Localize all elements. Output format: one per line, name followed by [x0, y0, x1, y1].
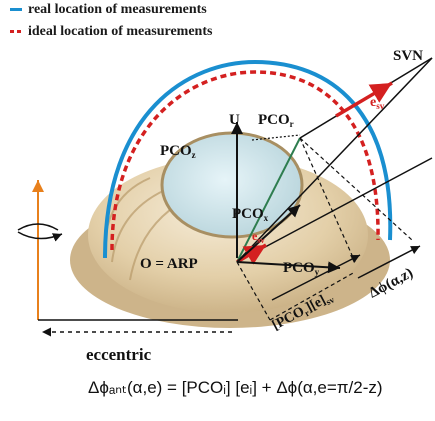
- parallel-line: [236, 157, 433, 263]
- real-measurement-arc: [103, 59, 393, 259]
- delta-phi-arrow: [357, 245, 421, 279]
- origin-label: O = ARP: [140, 256, 198, 272]
- pco-vector: [236, 137, 301, 263]
- esv-origin-label: esv: [252, 229, 264, 245]
- pco-top-dotted: [251, 134, 301, 141]
- proj-dashed-4: [269, 271, 356, 321]
- pco-x-label: PCOx: [232, 206, 269, 223]
- projection-arrow: [271, 254, 361, 301]
- legend-ideal-label: ideal location of measurements: [28, 24, 213, 39]
- pco-top-label: PCOr: [258, 112, 294, 129]
- ideal-measurement-arc: [110, 70, 380, 251]
- legend-ideal: ideal location of measurements: [10, 24, 212, 40]
- pco-z-label: PCOz: [160, 143, 196, 160]
- proj-dashed-1: [299, 137, 356, 263]
- svn-line: [236, 57, 433, 263]
- u-label: U: [229, 112, 240, 128]
- esv-top-label: esv: [370, 95, 385, 111]
- legend-real: real location of measurements: [10, 2, 207, 18]
- rotation-arc-bottom: [17, 231, 63, 242]
- antenna-cap: [162, 133, 302, 237]
- legend-ideal-swatch: [10, 30, 22, 34]
- pco-x-arrow: [236, 204, 301, 263]
- pco-y-arrow: [236, 261, 341, 274]
- legend-real-swatch: [10, 8, 22, 12]
- esv-arrow-top: [335, 81, 393, 118]
- antenna-illustration: [70, 131, 390, 328]
- pco-y-label: PCOy: [283, 260, 320, 277]
- eccentric-label: eccentric: [86, 345, 152, 364]
- rotation-arc-top: [17, 223, 59, 231]
- esv-arrow-origin: [236, 243, 267, 265]
- svn-label: SVN: [393, 48, 423, 64]
- proj-dashed-2: [299, 137, 413, 241]
- legend-real-label: real location of measurements: [28, 2, 207, 17]
- equation: Δϕₐₙₜ(α,e) = [PCOᵢ] [eᵢ] + Δϕ(α,e=π/2-z): [88, 378, 383, 397]
